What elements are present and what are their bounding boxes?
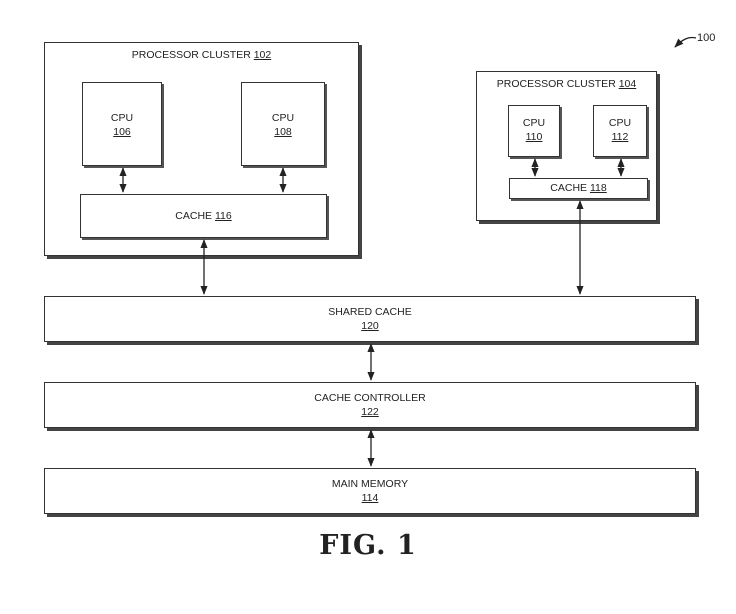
cache-controller-label: CACHE CONTROLLER [314,392,426,404]
cache-118-label: CACHE [550,182,588,194]
cpu-112-number: 112 [611,131,629,143]
main-memory-label: MAIN MEMORY [331,478,409,490]
cache-118-number: 118 [589,182,607,194]
cpu-110-label: CPU [522,117,546,129]
main-memory-number: 114 [361,492,379,504]
figure-reference-number: 100 [697,32,716,44]
cache-116-label: CACHE [175,210,213,222]
cpu-106-number: 106 [113,126,131,138]
cache-116: CACHE 116 [80,194,327,238]
cpu-110: CPU 110 [508,105,560,157]
figure-caption: FIG. 1 [319,530,417,561]
cluster-102-title: PROCESSOR CLUSTER 102 [131,49,272,61]
main-memory-114: MAIN MEMORY 114 [44,468,696,514]
cluster-104-title: PROCESSOR CLUSTER 104 [496,78,637,90]
cpu-112-label: CPU [608,117,632,129]
shared-cache-number: 120 [361,320,379,332]
shared-cache-label: SHARED CACHE [328,306,412,318]
cpu-112: CPU 112 [593,105,647,157]
cpu-110-number: 110 [525,131,543,143]
cache-116-number: 116 [214,210,232,222]
ref-100-leader-arrow [674,36,697,48]
cpu-108-number: 108 [274,126,292,138]
cache-controller-number: 122 [361,406,379,418]
shared-cache-120: SHARED CACHE 120 [44,296,696,342]
cache-118: CACHE 118 [509,178,648,199]
cpu-108-label: CPU [271,112,295,124]
cpu-106-label: CPU [110,112,134,124]
cache-controller-122: CACHE CONTROLLER 122 [44,382,696,428]
cpu-106: CPU 106 [82,82,162,166]
cpu-108: CPU 108 [241,82,325,166]
